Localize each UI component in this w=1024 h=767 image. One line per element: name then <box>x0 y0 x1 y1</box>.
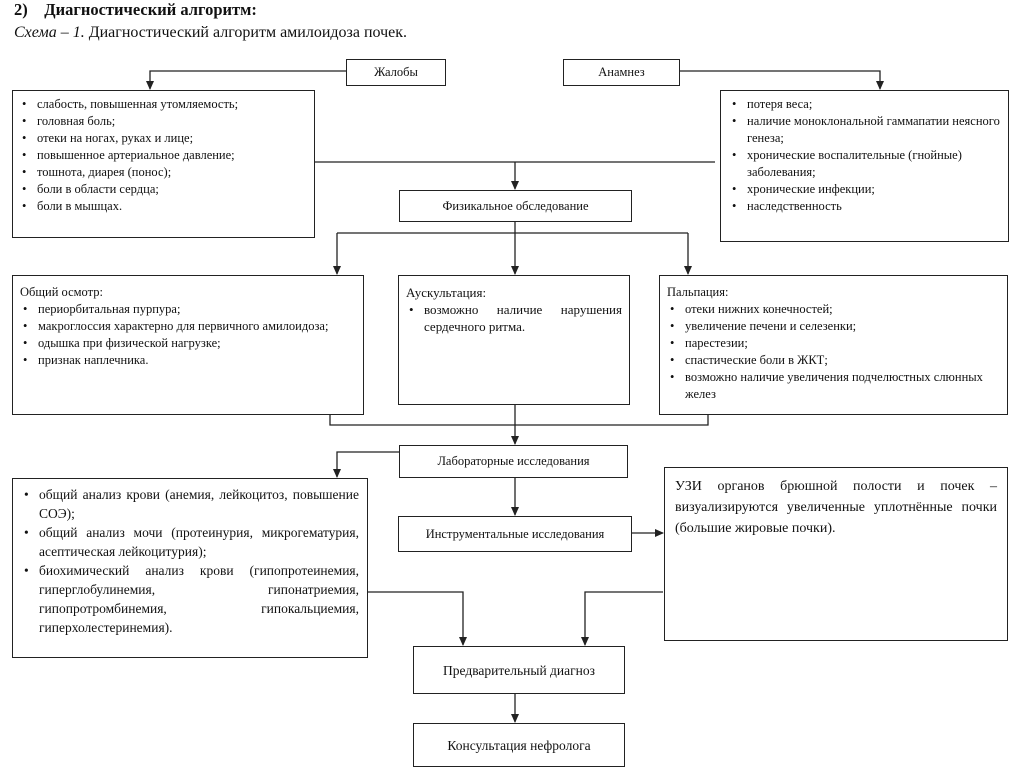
lab-tests-list-box: общий анализ крови (анемия, лейкоцитоз, … <box>12 478 368 658</box>
complaint-item: отеки на ногах, руках и лице; <box>19 130 308 147</box>
anamnesis-item: наличие моноклональной гаммапатии неясно… <box>729 113 1000 147</box>
lab-tests-node: Лабораторные исследования <box>399 445 628 478</box>
anamnesis-node: Анамнез <box>563 59 680 86</box>
complaint-item: головная боль; <box>19 113 308 130</box>
palpation-item: парестезии; <box>667 335 1000 352</box>
anamnesis-item: хронические воспалительные (гнойные) заб… <box>729 147 1000 181</box>
scheme-caption: Схема – 1. Диагностический алгоритм амил… <box>14 24 407 42</box>
anamnesis-item: потеря веса; <box>729 96 1000 113</box>
complaint-item: боли в мышцах. <box>19 198 308 215</box>
scheme-label: Схема – 1. <box>14 24 85 41</box>
scheme-title: Диагностический алгоритм амилоидоза поче… <box>84 24 408 41</box>
exam-item: одышка при физической нагрузке; <box>20 335 356 352</box>
complaints-list-box: слабость, повышенная утомляемость; голов… <box>12 90 315 238</box>
ultrasound-box: УЗИ органов брюшной полости и почек – ви… <box>664 467 1008 641</box>
palpation-item: возможно наличие увеличения подчелюстных… <box>667 369 1000 403</box>
lab-item: общий анализ мочи (протеинурия, микрогем… <box>21 523 359 561</box>
palpation-item: отеки нижних конечностей; <box>667 301 1000 318</box>
section-title: Диагностический алгоритм <box>44 0 252 19</box>
palpation-title: Пальпация: <box>667 285 729 299</box>
section-heading: 2) Диагностический алгоритм: <box>14 0 257 19</box>
arrow-anamnesis-list <box>680 70 884 90</box>
anamnesis-item: наследственность <box>729 198 1000 215</box>
anamnesis-list-box: потеря веса; наличие моноклональной гамм… <box>720 90 1009 242</box>
complaint-item: повышенное артериальное давление; <box>19 147 308 164</box>
general-exam-box: Общий осмотр: периорбитальная пурпура; м… <box>12 275 364 415</box>
arrow-lab-list <box>333 451 399 478</box>
complaint-item: слабость, повышенная утомляемость; <box>19 96 308 113</box>
arrow-us-to-prelim <box>581 591 663 646</box>
auscultation-box: Аускультация: возможно наличие нарушения… <box>398 275 630 405</box>
exam-item: периорбитальная пурпура; <box>20 301 356 318</box>
preliminary-diagnosis-node: Предварительный диагноз <box>413 646 625 694</box>
general-exam-title: Общий осмотр: <box>20 285 103 299</box>
lab-item: биохимический анализ крови (гипопротеине… <box>21 561 359 637</box>
palpation-item: спастические боли в ЖКТ; <box>667 352 1000 369</box>
arrow-complaints-list <box>146 70 346 90</box>
palpation-box: Пальпация: отеки нижних конечностей; уве… <box>659 275 1008 415</box>
exam-item: макроглоссия характерно для первичного а… <box>20 318 356 335</box>
line-collect-exams <box>329 415 709 426</box>
ultrasound-text: УЗИ органов брюшной полости и почек – ви… <box>675 479 997 536</box>
physical-exam-node: Физикальное обследование <box>399 190 632 222</box>
nephrologist-consultation-node: Консультация нефролога <box>413 723 625 767</box>
auscultation-item: возможно наличие нарушения сердечного ри… <box>406 301 622 335</box>
complaint-item: боли в области сердца; <box>19 181 308 198</box>
section-number: 2) <box>14 0 28 19</box>
complaint-item: тошнота, диарея (понос); <box>19 164 308 181</box>
anamnesis-item: хронические инфекции; <box>729 181 1000 198</box>
complaints-node: Жалобы <box>346 59 446 86</box>
instrumental-tests-node: Инструментальные исследования <box>398 516 632 552</box>
palpation-item: увеличение печени и селезенки; <box>667 318 1000 335</box>
arrow-lab-to-prelim <box>368 591 467 646</box>
lab-item: общий анализ крови (анемия, лейкоцитоз, … <box>21 485 359 523</box>
auscultation-title: Аускультация: <box>406 285 487 300</box>
exam-item: признак наплечника. <box>20 352 356 369</box>
